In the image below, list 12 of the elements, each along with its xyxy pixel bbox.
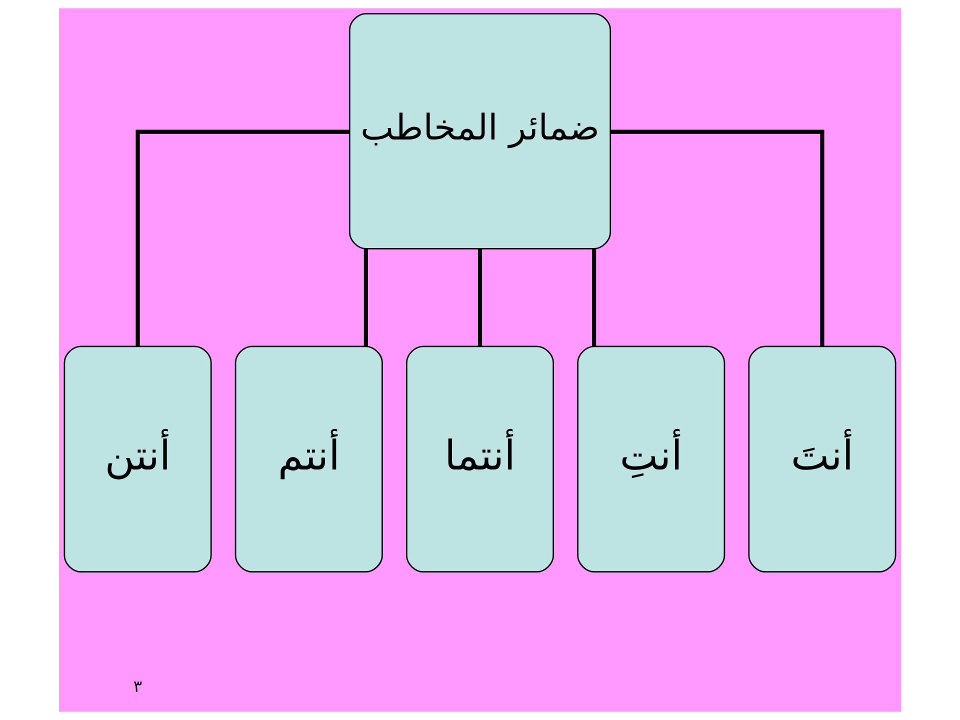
connector [364,248,368,346]
node-box: أنتَ [748,346,896,573]
connector [610,130,824,346]
connector [592,248,596,346]
node-box: أنتما [406,346,554,573]
node-box: أنتن [64,346,212,573]
connector [136,130,350,346]
node-box: ضمائر المخاطب [348,13,612,250]
node-box: أنتم [234,346,383,573]
node-box: أنتِ [577,346,726,573]
label: ٣ [133,677,142,696]
connector [478,248,482,346]
